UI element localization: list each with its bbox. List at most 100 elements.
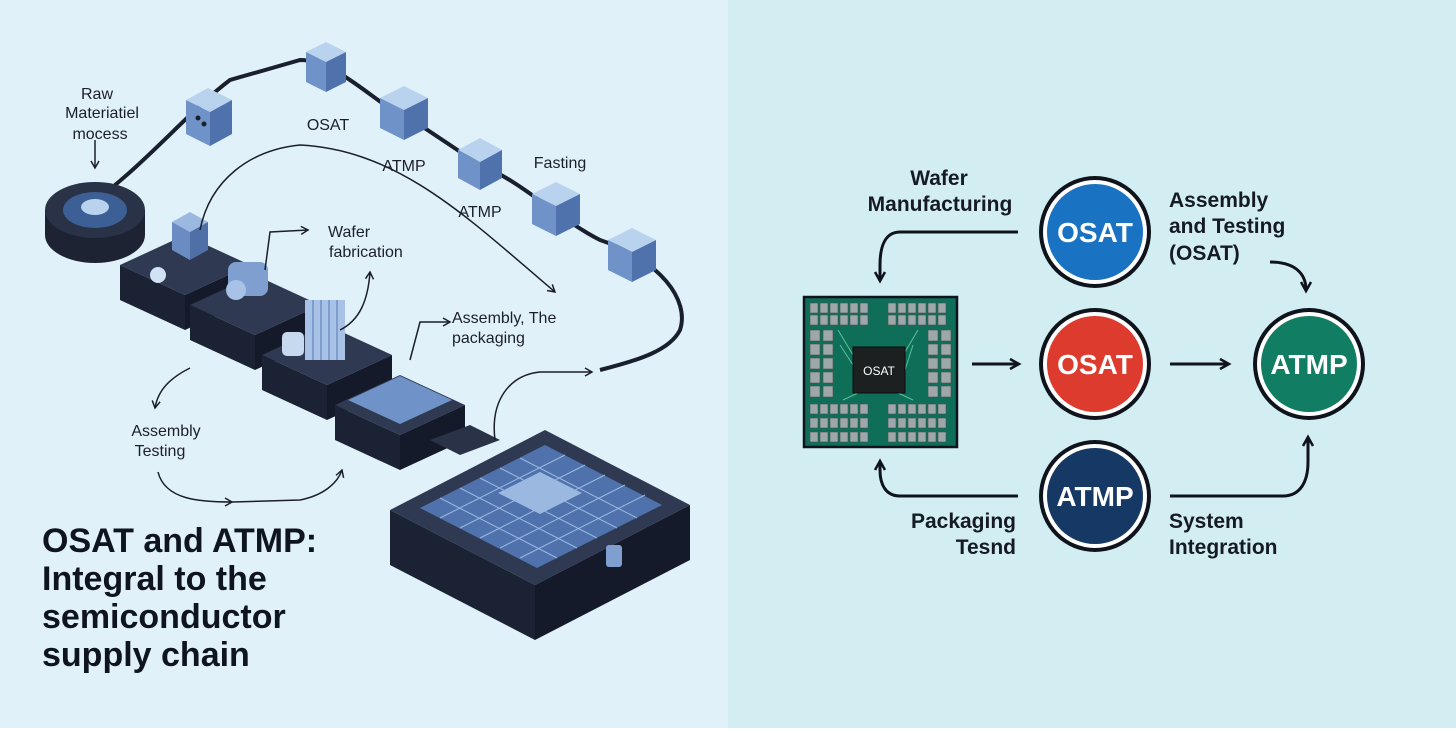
board-pad xyxy=(927,385,939,398)
board-pad xyxy=(937,302,947,314)
board-pad xyxy=(937,314,947,326)
raw-material-spool xyxy=(45,182,145,263)
board-pad xyxy=(849,403,859,415)
wafer-base xyxy=(390,430,690,640)
label-raw: mocess xyxy=(72,126,127,143)
board-pad xyxy=(809,431,819,443)
cube-node xyxy=(306,42,346,92)
circle-fill xyxy=(1047,184,1143,280)
board-pad xyxy=(809,371,821,384)
board-pad xyxy=(822,329,834,342)
headline-line: supply chain xyxy=(42,636,250,674)
supply-chain-illustration: Raw Materiatiel mocess OSAT ATMP ATMP Fa… xyxy=(45,42,690,640)
board-pad xyxy=(927,343,939,356)
board-pad xyxy=(859,302,869,314)
circuit-board: OSAT xyxy=(802,295,959,449)
board-pad xyxy=(809,403,819,415)
arrow xyxy=(264,225,310,271)
arrow-to-board xyxy=(873,230,1018,284)
circle-label: OSAT xyxy=(1057,349,1133,380)
board-trace xyxy=(842,392,859,401)
circle-fill xyxy=(1261,316,1357,412)
arrow xyxy=(157,471,234,507)
left-illustration-panel: Raw Materiatiel mocess OSAT ATMP ATMP Fa… xyxy=(0,0,728,728)
cube-node xyxy=(458,138,502,190)
board-pad xyxy=(887,314,897,326)
board-pad xyxy=(887,302,897,314)
board-pad xyxy=(907,314,917,326)
headline-line: OSAT and ATMP: xyxy=(42,522,318,560)
board-pad xyxy=(829,302,839,314)
label-assembly-testing: Assembly xyxy=(1169,189,1269,212)
board-pad xyxy=(887,417,897,429)
board-pad xyxy=(907,302,917,314)
cube-node xyxy=(608,228,656,282)
board-trace xyxy=(904,329,919,353)
arrow-packaging-to-board xyxy=(873,458,1018,498)
label-assembly-packaging: Assembly, The xyxy=(452,310,556,327)
board-pad xyxy=(829,403,839,415)
label-assembly-testing: Testing xyxy=(135,443,186,460)
board-pad xyxy=(940,385,952,398)
board-pad xyxy=(819,302,829,314)
atmp-bottom-circle: ATMP xyxy=(1039,440,1151,552)
board-pad xyxy=(819,314,829,326)
label-wafer-manufacturing: Manufacturing xyxy=(868,193,1013,216)
board-pad xyxy=(859,417,869,429)
cube-node xyxy=(532,182,580,236)
board-pad xyxy=(859,314,869,326)
cube-node xyxy=(186,88,232,146)
label-assembly-testing: Assembly xyxy=(131,423,200,440)
board-pad xyxy=(927,302,937,314)
board-pad xyxy=(940,343,952,356)
arrow xyxy=(151,367,191,410)
label-wafer-manufacturing: Wafer xyxy=(910,167,968,190)
board-pad xyxy=(917,403,927,415)
arrow xyxy=(231,468,345,503)
label-raw: Materiatiel xyxy=(65,105,139,122)
board-pad xyxy=(927,431,937,443)
arrow xyxy=(339,270,375,331)
board-pad xyxy=(897,302,907,314)
board-pad xyxy=(917,314,927,326)
board-pad xyxy=(887,431,897,443)
board-pad xyxy=(822,343,834,356)
label-assembly-testing: (OSAT) xyxy=(1169,242,1240,265)
arrow-assembly-to-atmp xyxy=(1269,260,1313,294)
board-pad xyxy=(829,431,839,443)
board-pad xyxy=(859,431,869,443)
board-pad xyxy=(917,417,927,429)
board-pad xyxy=(819,431,829,443)
board-pad xyxy=(940,357,952,370)
board-pad xyxy=(829,417,839,429)
board-pad xyxy=(917,302,927,314)
circle-fill xyxy=(1047,448,1143,544)
flow-diagram: OSAT OSAT OSAT ATMP ATMP xyxy=(802,167,1365,559)
label-system-integration: Integration xyxy=(1169,536,1278,559)
machine-station xyxy=(335,375,465,470)
board-pad xyxy=(927,357,939,370)
board-pad xyxy=(907,417,917,429)
circle-label: ATMP xyxy=(1270,349,1347,380)
arrow xyxy=(493,367,594,441)
headline-line: semiconductor xyxy=(42,598,286,636)
board-pad xyxy=(907,403,917,415)
label-atmp: ATMP xyxy=(458,204,501,221)
board-trace xyxy=(897,392,914,401)
board-pad xyxy=(809,343,821,356)
board-pad xyxy=(849,314,859,326)
label-wafer-fab: fabrication xyxy=(329,244,403,261)
circle-label: OSAT xyxy=(1057,217,1133,248)
label-wafer-fab: Wafer xyxy=(328,224,371,241)
board-pad xyxy=(897,314,907,326)
label-packaging: Tesnd xyxy=(956,536,1016,559)
label-osat: OSAT xyxy=(307,117,350,134)
board-pad xyxy=(849,302,859,314)
arrow xyxy=(409,317,452,361)
label-raw: Raw xyxy=(81,86,113,103)
arrow xyxy=(199,144,557,293)
board-pad xyxy=(907,431,917,443)
cube-node xyxy=(380,86,428,140)
board-pad xyxy=(897,417,907,429)
board-trace xyxy=(837,329,854,356)
